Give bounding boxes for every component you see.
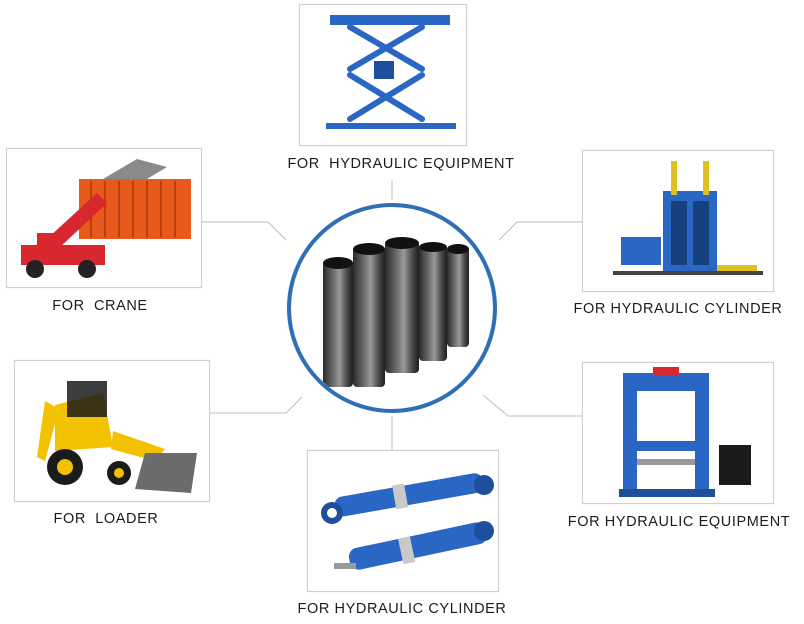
steel-tubes-hub [287, 203, 497, 413]
card-hydraulic-equipment-right [582, 362, 774, 504]
label-loader: FOR LOADER [53, 511, 159, 527]
card-hydraulic-cylinder-bottom [307, 450, 499, 592]
card-crane [6, 148, 202, 288]
hydraulic-press-image [619, 367, 751, 497]
label-hydraulic-equipment-right: FOR HYDRAULIC EQUIPMENT [567, 514, 791, 530]
label-crane: FOR CRANE [52, 298, 148, 314]
label-hydraulic-cylinder-right: FOR HYDRAULIC CYLINDER [573, 301, 783, 317]
card-hydraulic-equipment-top [299, 4, 467, 146]
card-hydraulic-cylinder-right [582, 150, 774, 292]
hydraulic-cylinders-image [321, 473, 494, 570]
label-hydraulic-cylinder-bottom: FOR HYDRAULIC CYLINDER [297, 601, 507, 617]
scissor-lift-image [326, 15, 456, 129]
reach-stacker-crane-image [21, 159, 191, 278]
backhoe-loader-image [37, 381, 197, 493]
label-hydraulic-equipment-top: FOR HYDRAULIC EQUIPMENT [287, 156, 515, 172]
card-loader [14, 360, 210, 502]
steel-tubes-image [323, 237, 469, 387]
baler-press-image [613, 161, 763, 275]
